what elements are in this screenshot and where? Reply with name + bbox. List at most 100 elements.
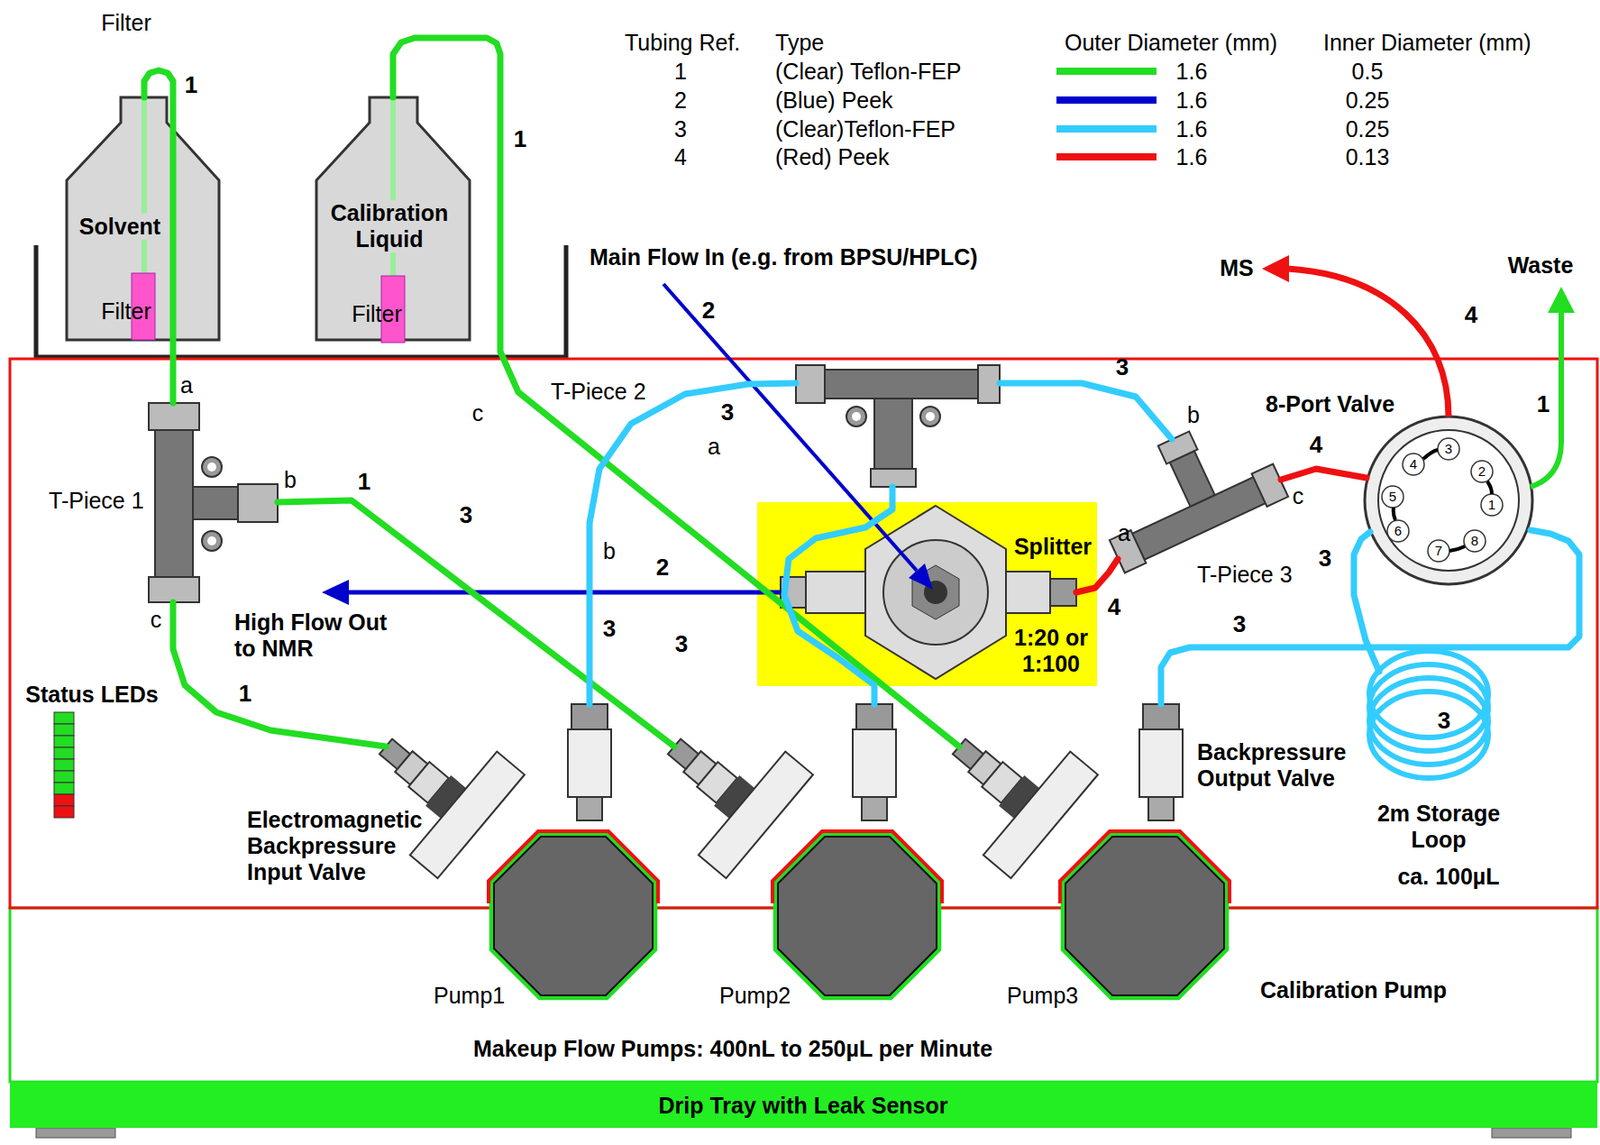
t-piece-fittings xyxy=(192,486,238,520)
pumps xyxy=(342,694,1230,1001)
callout-label: 1 xyxy=(184,72,198,100)
node-text: Pump2 xyxy=(719,982,791,1009)
callout-label: Waste xyxy=(1508,252,1574,279)
flow-arrows xyxy=(321,579,349,605)
node-text: Drip Tray with Leak Sensor xyxy=(658,1092,949,1119)
splitter-panel xyxy=(865,505,1006,679)
callout-label: 1.6 xyxy=(1176,116,1208,143)
node-text: Pump3 xyxy=(1006,982,1079,1009)
callout-label: 1.6 xyxy=(1176,87,1208,114)
t-piece: T-Piece 3 xyxy=(1110,430,1296,592)
flow-arrows xyxy=(347,590,781,595)
housing xyxy=(36,1127,116,1138)
t-piece-fittings xyxy=(920,406,941,427)
callout-label: b xyxy=(603,538,616,565)
pump: Pump1 xyxy=(372,704,653,1015)
node-text: Solvent xyxy=(79,213,161,240)
callout-label: 1 xyxy=(1536,391,1550,419)
callout-label: 1.6 xyxy=(1176,144,1208,171)
eight-port-valve xyxy=(1393,449,1492,551)
node-text: Splitter xyxy=(1014,533,1092,560)
eight-port-valve xyxy=(1427,539,1450,562)
eight-port-valve xyxy=(1387,520,1409,542)
callout-label: Makeup Flow Pumps: 400nL to 250µL per Mi… xyxy=(473,1035,993,1062)
callout-label: a xyxy=(1117,520,1131,547)
callout-label: b xyxy=(1187,402,1200,429)
legend-text: (Red) Peek xyxy=(775,144,889,171)
callout-label: 1.6 xyxy=(1176,58,1208,85)
callout-label: b xyxy=(283,466,297,494)
callout-label: Outer Diameter (mm) xyxy=(1064,29,1278,56)
tubing xyxy=(1353,531,1380,672)
legend-text: (Blue) Peek xyxy=(775,87,894,114)
tubing xyxy=(1076,558,1118,593)
t-piece-fittings xyxy=(237,484,278,522)
legend-swatch xyxy=(1056,96,1157,104)
callout-label: a xyxy=(707,433,721,460)
callout-label: Filter xyxy=(100,298,152,325)
node-text: 8-Port Valve xyxy=(1265,391,1395,418)
pumps xyxy=(772,831,942,1000)
callout-label: 0.5 xyxy=(1352,58,1384,85)
led-bar xyxy=(54,712,74,724)
callout-label: 5 xyxy=(1389,488,1397,504)
legend-swatch xyxy=(1056,67,1157,75)
eight-port-valve xyxy=(1402,453,1425,476)
led-bar xyxy=(54,758,74,771)
callout-label: c xyxy=(1292,483,1305,510)
storage-coil xyxy=(1369,650,1489,778)
callout-label: 3 xyxy=(674,116,687,143)
tubing xyxy=(393,37,960,747)
pumps xyxy=(1060,831,1230,1000)
node-text: Pump1 xyxy=(433,982,505,1009)
callout-label: 4 xyxy=(1409,456,1418,472)
drip-tray: Drip Tray with Leak Sensor xyxy=(9,1081,1598,1128)
node-text: T-Piece 2 xyxy=(550,378,647,405)
pumps xyxy=(488,831,659,1000)
pump: Pump2 xyxy=(658,704,937,1015)
callout-label: Filter xyxy=(351,301,403,328)
callout-label: 1 xyxy=(674,58,687,85)
t-piece-fittings xyxy=(1158,431,1198,465)
node-text: ca. 100µL xyxy=(1397,863,1500,890)
pumps xyxy=(1139,704,1183,821)
callout-label: 3 xyxy=(1318,545,1332,573)
eight-port-valve xyxy=(1364,416,1533,585)
flow-arrows xyxy=(663,283,917,571)
bottles xyxy=(66,97,470,343)
pumps xyxy=(630,694,814,879)
eight-port-valve xyxy=(1378,429,1519,571)
callout-label: Tubing Ref. xyxy=(624,29,741,56)
callout-label: 3 xyxy=(603,615,616,643)
callout-label: 0.25 xyxy=(1345,87,1390,114)
splitter-panel xyxy=(1005,571,1051,613)
callout-label: Backpressure Output Valve xyxy=(1197,739,1355,792)
callout-label: 2 xyxy=(674,87,687,114)
bottles xyxy=(66,97,220,340)
callout-label: 4 xyxy=(1107,594,1121,622)
callout-label: 3 xyxy=(675,630,688,659)
t-piece-fittings xyxy=(795,365,825,403)
bottles xyxy=(316,97,470,340)
t-piece-fittings xyxy=(155,429,193,577)
eight-port-valve xyxy=(1463,530,1486,552)
node-text: 1:20 or 1:100 xyxy=(1008,624,1095,677)
callout-label: a xyxy=(180,372,193,399)
housing xyxy=(9,358,1598,1138)
flow-arrows xyxy=(1530,310,1562,487)
pumps xyxy=(915,694,1098,879)
led-bar xyxy=(54,712,74,818)
tubing xyxy=(1161,530,1580,704)
flow-arrows xyxy=(321,255,1575,605)
tubing xyxy=(999,383,1172,439)
led-bar xyxy=(54,794,74,806)
led-bar xyxy=(54,747,74,759)
callout-label: Electromagnetic Backpressure Input Valve xyxy=(246,806,437,885)
callout-label: c xyxy=(150,606,163,633)
t-piece-fittings xyxy=(874,398,913,469)
callout-label: 3 xyxy=(1444,440,1453,457)
flow-arrows xyxy=(908,563,933,590)
t-piece-fittings xyxy=(148,402,200,430)
